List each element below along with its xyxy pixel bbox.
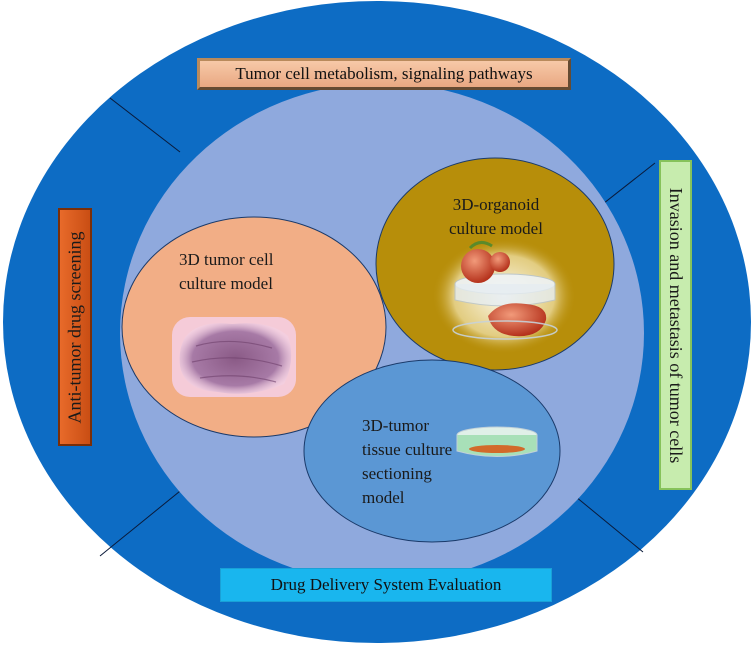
label-tumor-metabolism: Tumor cell metabolism, signaling pathway… [197, 58, 571, 90]
organoid-model-text-1: 3D-organoid [453, 195, 540, 214]
organoid-dish-image [432, 238, 576, 354]
tissue-section-model-circle [303, 359, 561, 543]
label-anti-tumor-screening-text: Anti-tumor drug screening [64, 231, 85, 423]
tissue-model-text-2: tissue culture [362, 440, 452, 459]
divider-line [99, 482, 191, 557]
tissue-model-text-1: 3D-tumor [362, 416, 429, 435]
tissue-section-dish-image [456, 426, 538, 457]
divider-line [569, 491, 644, 553]
tissue-model-text-3: sectioning [362, 464, 432, 483]
label-drug-delivery: Drug Delivery System Evaluation [220, 568, 552, 602]
tumor-cell-model-text-2: culture model [179, 274, 273, 293]
label-anti-tumor-screening: Anti-tumor drug screening [58, 208, 92, 446]
tumor-spheroid-image [172, 317, 296, 397]
divider-line [109, 97, 181, 153]
label-invasion-metastasis: Invasion and metastasis of tumor cells [659, 160, 692, 490]
label-invasion-metastasis-text: Invasion and metastasis of tumor cells [666, 187, 687, 463]
tissue-model-text-4: model [362, 488, 405, 507]
tumor-cell-model-text-1: 3D tumor cell [179, 250, 274, 269]
organoid-model-text-2: culture model [449, 219, 543, 238]
